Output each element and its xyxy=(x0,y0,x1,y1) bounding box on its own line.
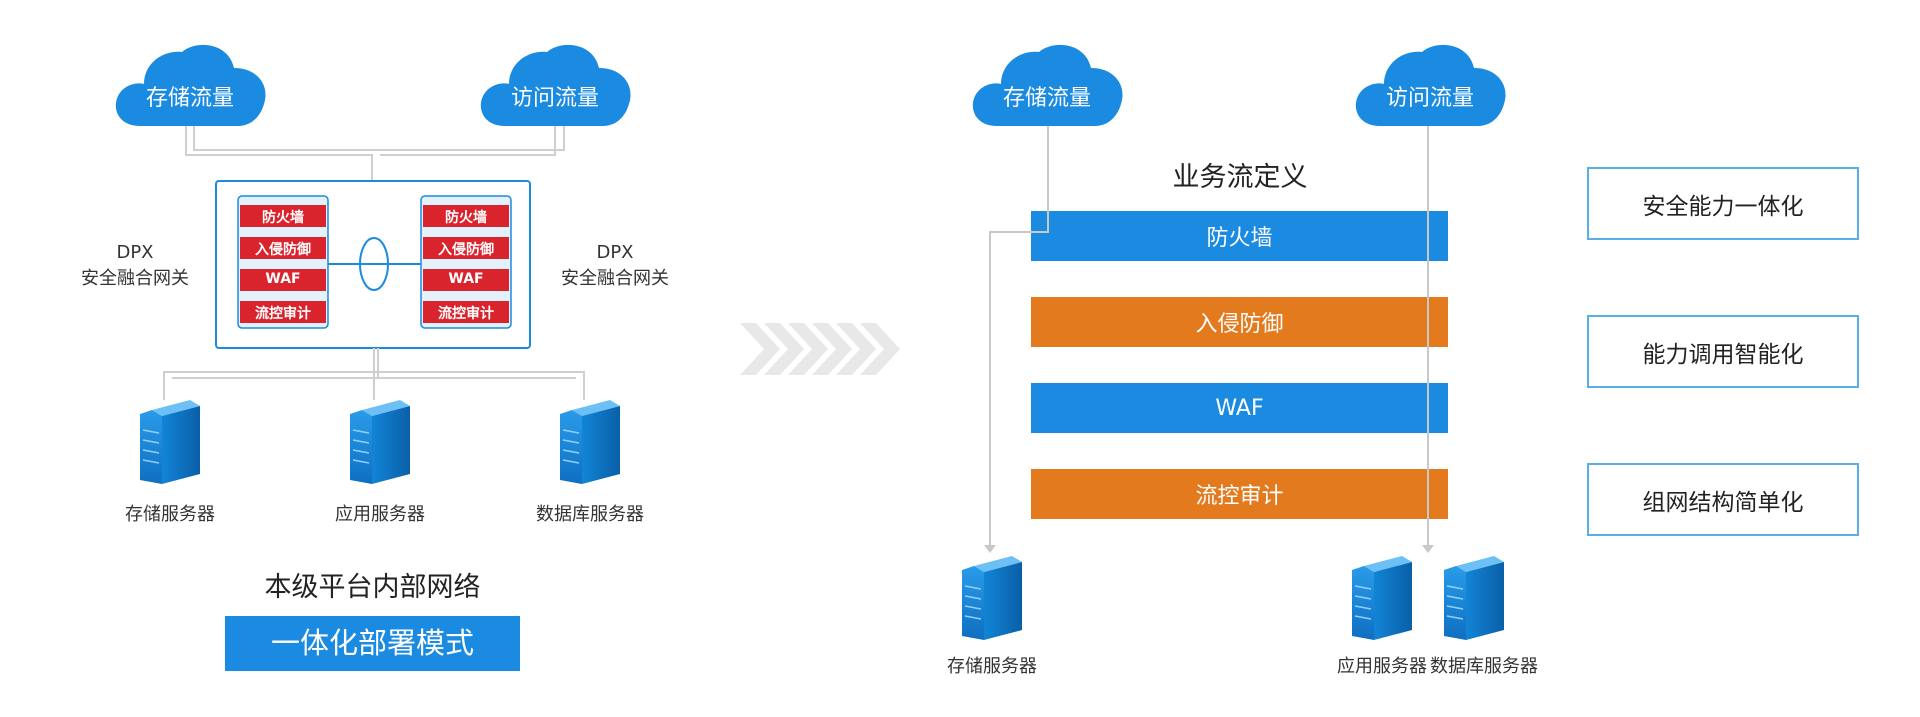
cloud-storage-label: 存储流量 xyxy=(145,86,234,111)
storage-flow-arrowhead xyxy=(984,545,996,553)
module-bars xyxy=(240,205,509,323)
layer-bar-3 xyxy=(1031,383,1448,433)
module-ips: 入侵防御 xyxy=(255,242,311,258)
right-app-server-icon xyxy=(1352,556,1412,640)
app-server-icon xyxy=(350,400,410,484)
layer-bar-1 xyxy=(1031,211,1448,261)
module-audit: 流控审计 xyxy=(255,306,311,322)
gateway-left-line2: 安全融合网关 xyxy=(81,268,189,289)
gateway-right-line2: 安全融合网关 xyxy=(561,268,669,289)
cloud-access-label: 访问流量 xyxy=(510,86,599,111)
gateway-right-label: DPX 安全融合网关 xyxy=(540,240,690,292)
gateway-left-label: DPX 安全融合网关 xyxy=(60,240,210,292)
app-server-label: 应用服务器 xyxy=(335,504,425,525)
storage-server-label: 存储服务器 xyxy=(125,504,215,525)
bottom-connectors xyxy=(163,348,585,400)
chevron-arrow-icon xyxy=(740,323,900,375)
access-flow-arrowhead xyxy=(1422,545,1434,553)
mode-label: 一体化部署模式 xyxy=(270,626,474,660)
right-cloud-access-label: 访问流量 xyxy=(1385,86,1474,111)
right-cloud-storage-label: 存储流量 xyxy=(1002,86,1091,111)
module-ips-2: 入侵防御 xyxy=(438,242,494,258)
module-waf-2: WAF xyxy=(448,271,484,287)
storage-flow-line xyxy=(989,126,1049,545)
module-firewall-2: 防火墙 xyxy=(445,210,487,226)
layer-bar-4 xyxy=(1031,469,1448,519)
gateway-left-line1: DPX xyxy=(116,242,154,263)
ha-link xyxy=(328,237,421,291)
module-waf: WAF xyxy=(265,271,301,287)
right-storage-server-icon xyxy=(962,556,1022,640)
db-server-label: 数据库服务器 xyxy=(536,504,644,525)
right-storage-server-label: 存储服务器 xyxy=(947,656,1037,677)
flow-title: 业务流定义 xyxy=(1172,162,1308,193)
layer-firewall: 防火墙 xyxy=(1206,226,1273,251)
module-stack-left xyxy=(237,195,512,329)
feature-integration: 安全能力一体化 xyxy=(1587,167,1859,240)
right-db-server-label: 数据库服务器 xyxy=(1430,656,1538,677)
module-firewall: 防火墙 xyxy=(262,210,304,226)
feature-intelligent: 能力调用智能化 xyxy=(1587,315,1859,388)
storage-server-icon xyxy=(140,400,200,484)
top-connectors xyxy=(185,126,565,180)
mode-bar xyxy=(225,616,520,671)
right-db-server-icon xyxy=(1444,556,1504,640)
layer-ips: 入侵防御 xyxy=(1195,312,1284,337)
feature-simplified: 组网结构简单化 xyxy=(1587,463,1859,536)
gateway-right-line1: DPX xyxy=(596,242,634,263)
layer-bar-2 xyxy=(1031,297,1448,347)
db-server-icon xyxy=(560,400,620,484)
network-subtitle: 本级平台内部网络 xyxy=(264,572,481,603)
right-app-server-label: 应用服务器 xyxy=(1337,656,1427,677)
layer-audit: 流控审计 xyxy=(1195,484,1284,509)
module-audit-2: 流控审计 xyxy=(438,306,494,322)
layer-waf: WAF xyxy=(1215,395,1264,421)
